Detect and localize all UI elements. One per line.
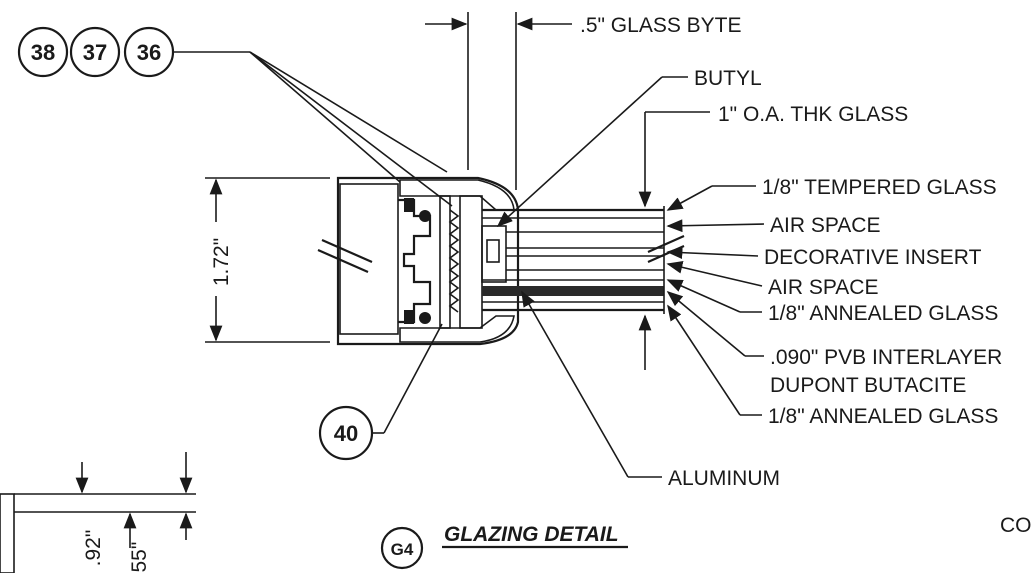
gasket-bead-top xyxy=(419,210,431,222)
detail-title-block: G4 GLAZING DETAIL xyxy=(380,523,628,570)
butyl-leader-line xyxy=(496,76,663,228)
frame-clip-top xyxy=(404,198,414,212)
break-line-2 xyxy=(317,248,369,274)
callout-group-top: 38 37 36 xyxy=(17,26,453,207)
frame-clip-bottom xyxy=(404,310,414,324)
callout-leader-2 xyxy=(249,51,448,173)
callout-leader-3 xyxy=(249,51,453,207)
aluminum-label: ALUMINUM xyxy=(668,467,780,490)
gasket-serration xyxy=(448,209,460,313)
aluminum-stop-bottom xyxy=(399,315,515,343)
butyl-label: BUTYL xyxy=(694,67,762,90)
callout-37-text: 37 xyxy=(83,40,107,65)
detail-title: GLAZING DETAIL xyxy=(444,523,619,546)
callout-g4-text: G4 xyxy=(391,540,414,559)
break-line-1 xyxy=(321,238,373,264)
glass-byte-dimension: .5" GLASS BYTE xyxy=(425,12,742,190)
callout-leader-1 xyxy=(249,51,401,183)
callout-bubble-g4 xyxy=(380,526,424,570)
annealed-glass-2-label: 1/8" ANNEALED GLASS xyxy=(768,405,998,428)
callout-bubble-38 xyxy=(17,26,69,78)
aluminum-leader-line xyxy=(521,290,629,478)
adjacent-detail-partial: .92" .55" xyxy=(0,452,196,573)
pvb-interlayer xyxy=(482,286,664,296)
glazing-pocket xyxy=(459,195,483,329)
partial-text-right: CO xyxy=(1000,514,1032,537)
frame-section xyxy=(317,176,520,346)
butyl-spacer xyxy=(481,225,507,283)
glass-byte-label: .5" GLASS BYTE xyxy=(580,14,742,37)
gasket-bead-bottom xyxy=(419,312,431,324)
adjacent-hatched-wall xyxy=(0,493,15,573)
height-label: 1.72" xyxy=(210,238,233,286)
spacer-core xyxy=(486,239,500,263)
layer-labels: 1/8" TEMPERED GLASS AIR SPACE DECORATIVE… xyxy=(666,176,1002,428)
adjacent-dim-a: .92" xyxy=(82,530,105,567)
air-space-2-leader xyxy=(666,261,763,287)
air-space-1-leader xyxy=(666,219,765,233)
air-space-1-label: AIR SPACE xyxy=(770,214,880,237)
decorative-insert-leader xyxy=(666,246,759,260)
callout-38-text: 38 xyxy=(31,40,55,65)
air-space-2-label: AIR SPACE xyxy=(768,276,878,299)
decorative-insert-label: DECORATIVE INSERT xyxy=(764,246,982,269)
height-dimension: 1.72" xyxy=(205,177,330,343)
callout-40-leader xyxy=(383,323,443,434)
pvb-leader xyxy=(666,290,746,357)
callout-bubble-37 xyxy=(69,26,121,78)
pvb-interlayer-label: .090" PVB INTERLAYER xyxy=(770,346,1002,369)
aluminum-stop-top xyxy=(399,179,515,211)
annealed-1-leader xyxy=(666,279,741,313)
frame-web xyxy=(439,195,451,329)
adjacent-dim-b: .55" xyxy=(128,542,151,573)
callout-40-group: 40 xyxy=(318,323,443,461)
annealed-glass-1-label: 1/8" ANNEALED GLASS xyxy=(768,302,998,325)
aluminum-leader: ALUMINUM xyxy=(521,290,780,490)
tempered-glass-label: 1/8" TEMPERED GLASS xyxy=(762,176,997,199)
thermal-break-core xyxy=(339,183,399,335)
oa-thickness-dimension: 1" O.A. THK GLASS xyxy=(638,103,908,370)
annealed-2-leader xyxy=(667,304,741,416)
callout-40-text: 40 xyxy=(334,421,358,446)
frame-outline xyxy=(336,176,520,346)
glass-break-1 xyxy=(647,234,685,254)
glass-unit xyxy=(481,206,685,314)
tempered-leader xyxy=(666,185,713,211)
oa-thk-glass-label: 1" O.A. THK GLASS xyxy=(718,103,908,126)
dupont-butacite-label: DUPONT BUTACITE xyxy=(770,374,966,397)
butyl-leader: BUTYL xyxy=(496,67,762,228)
callout-36-text: 36 xyxy=(137,40,161,65)
